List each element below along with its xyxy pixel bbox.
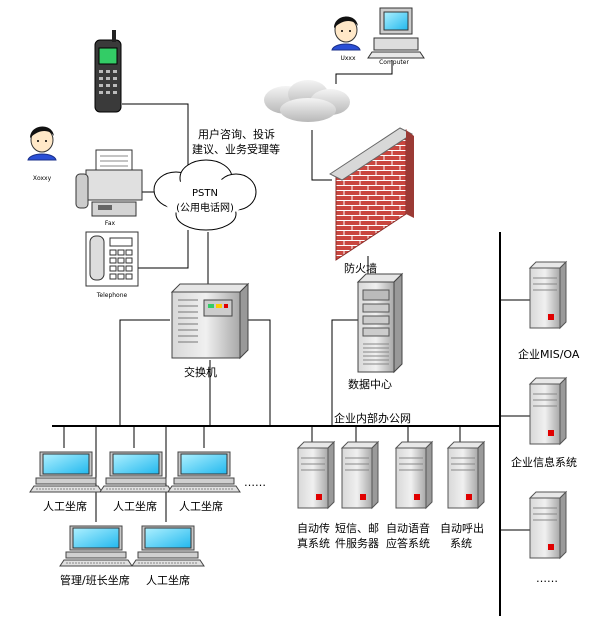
server-ivr bbox=[395, 441, 433, 509]
fax-label: Fax bbox=[105, 220, 116, 227]
seat-label-2: 人工坐席 bbox=[113, 499, 157, 513]
person-icon bbox=[27, 125, 57, 161]
datacenter-label: 数据中心 bbox=[348, 377, 392, 391]
switch-icon bbox=[170, 282, 250, 360]
server-fax-label-2: 真系统 bbox=[297, 536, 330, 550]
computer-label: Computer bbox=[379, 59, 409, 66]
seat-label-5: 人工坐席 bbox=[146, 573, 190, 587]
firewall-label: 防火墙 bbox=[344, 261, 377, 275]
mobile-phone-icon bbox=[94, 30, 122, 113]
person-label: Xoxxy bbox=[33, 175, 52, 182]
server-outbound bbox=[447, 441, 485, 509]
server-out-label-2: 系统 bbox=[450, 537, 472, 550]
fax-machine-icon bbox=[75, 149, 143, 217]
pstn-cloud-icon bbox=[153, 159, 257, 231]
server-ivr-label-2: 应答系统 bbox=[386, 536, 430, 550]
mis-oa-label: 企业MIS/OA bbox=[518, 347, 580, 361]
server-out-label-1: 自动呼出 bbox=[440, 521, 484, 535]
server-fax-system bbox=[297, 441, 335, 509]
server-sms-mail bbox=[341, 441, 379, 509]
user-top-icon bbox=[331, 15, 361, 51]
seat-label-1: 人工坐席 bbox=[43, 499, 87, 513]
telephone-icon bbox=[85, 231, 139, 287]
top-computer-icon bbox=[367, 7, 425, 59]
server-info-system bbox=[529, 377, 567, 445]
seat-label-4: 管理/班长坐席 bbox=[60, 573, 130, 587]
seat-label-3: 人工坐席 bbox=[179, 499, 223, 513]
more-servers-ellipsis: …… bbox=[536, 572, 558, 585]
intranet-label: 企业内部办公网 bbox=[334, 411, 411, 425]
internet-cloud-icon bbox=[264, 80, 350, 122]
connection-lines bbox=[52, 60, 530, 616]
user-consult-text-line2: 建议、业务受理等 bbox=[192, 142, 280, 156]
server-mis-oa bbox=[529, 261, 567, 329]
seat-pc-5 bbox=[131, 525, 205, 567]
seat-pc-1 bbox=[29, 451, 103, 493]
seat-ellipsis: …… bbox=[244, 476, 266, 489]
info-system-label: 企业信息系统 bbox=[511, 455, 577, 469]
seat-pc-2 bbox=[99, 451, 173, 493]
server-ivr-label-1: 自动语音 bbox=[386, 521, 430, 535]
telephone-label: Telephone bbox=[96, 292, 128, 299]
datacenter-server-icon bbox=[356, 272, 404, 374]
server-fax-label-1: 自动传 bbox=[297, 522, 330, 535]
server-sms-label-2: 件服务器 bbox=[335, 537, 379, 550]
pstn-label: PSTN bbox=[192, 188, 218, 199]
switch-label: 交换机 bbox=[184, 365, 217, 379]
seat-pc-4 bbox=[59, 525, 133, 567]
pstn-cn-label: (公用电话网) bbox=[176, 201, 234, 214]
user-consult-text-line1: 用户咨询、投诉 bbox=[198, 127, 275, 141]
server-sms-label-1: 短信、邮 bbox=[335, 521, 379, 535]
seat-pc-3 bbox=[167, 451, 241, 493]
server-more bbox=[529, 491, 567, 559]
user-top-label: Uxxx bbox=[340, 55, 355, 62]
firewall-icon bbox=[328, 127, 414, 261]
